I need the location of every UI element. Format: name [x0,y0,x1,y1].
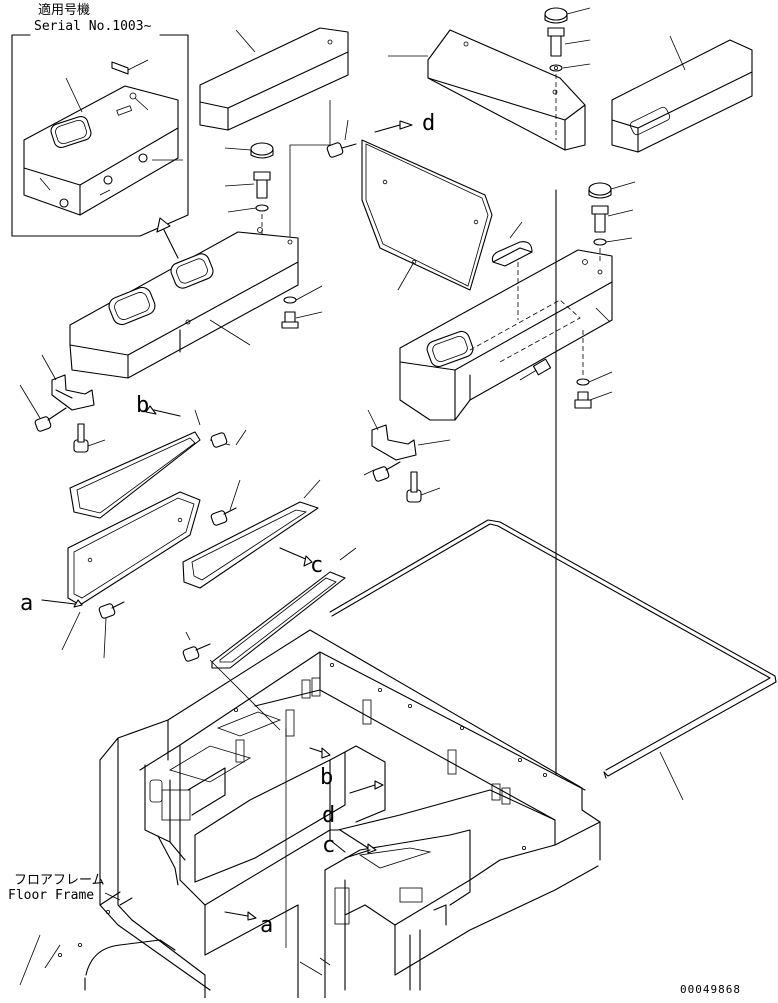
weatherstrip [329,519,777,801]
right-console-pad [491,221,533,320]
panel-a: a [20,491,201,659]
label-d-top: d [422,111,435,136]
inset-serial: Serial No.1003~ [34,19,152,34]
serial-inset: 適用号機 Serial No.1003~ [11,2,189,237]
label-d-frame: d [322,803,335,828]
label-c-frame: c [322,833,335,858]
inset-frame [11,34,189,237]
label-b-top: b [136,393,149,418]
floor-frame-label-jp: フロアフレーム [14,873,105,888]
label-a-frame: a [260,913,273,938]
left-console-hardware [224,142,323,329]
inset-cup-holder [50,115,92,149]
inset-console [23,85,179,186]
panel-lower-seal [182,547,357,731]
top-right-hardware [544,7,591,140]
panel-c-seal: c [182,429,323,589]
panel-b: b [69,393,201,519]
floor-frame-label-en: Floor Frame [8,888,94,903]
inset-title-jp: 適用号機 [38,2,90,18]
left-console [69,227,299,379]
floor-frame: b d c a [58,629,601,999]
right-console [399,249,613,421]
inset-cap [111,61,129,75]
rear-panel: d [326,111,493,291]
label-c-top: c [310,553,323,578]
left-bracket [19,354,106,453]
drawing-number: 00049868 [680,983,741,996]
floor-frame-label: フロアフレーム Floor Frame [8,873,121,986]
label-b-frame: b [320,765,333,790]
right-console-hardware [555,181,636,776]
label-a-left: a [20,591,33,616]
right-bracket [363,409,451,503]
center-upper-cover [388,29,586,151]
right-upper-cover [611,35,753,153]
left-upper-cover [199,27,349,250]
